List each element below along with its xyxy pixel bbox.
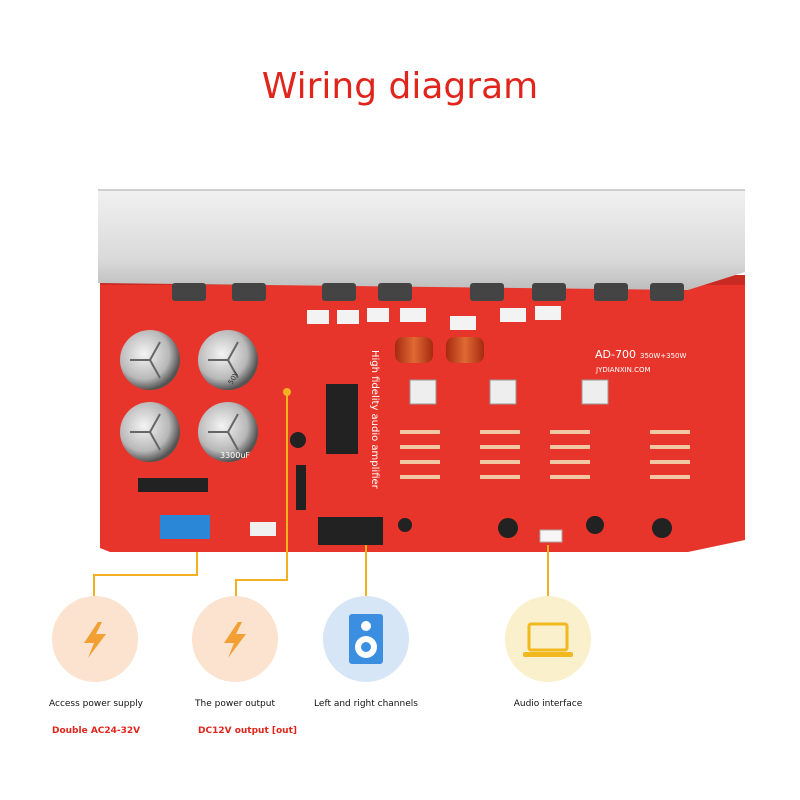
speaker-icon — [349, 614, 383, 664]
leader-lines — [93, 392, 549, 600]
board-brand: JYDIANXIN.COM — [595, 366, 651, 374]
callout-label-power-supply: Access power supply — [49, 699, 143, 709]
channels-circle — [323, 596, 409, 682]
board-vertical-text: High fidelity audio amplifier — [369, 350, 380, 490]
output-coil-left — [395, 337, 433, 363]
callout-sublabel-power-output: DC12V output [out] — [198, 726, 297, 736]
power-supply-circle — [52, 596, 138, 682]
ic-chip — [326, 384, 358, 454]
lightning-icon — [224, 622, 246, 658]
board-power: 350W+350W — [640, 352, 687, 360]
callout-label-audio-interface: Audio interface — [513, 699, 583, 709]
heatsink — [98, 190, 745, 290]
power-transistors — [172, 283, 684, 301]
power-output-circle — [192, 596, 278, 682]
pcb — [100, 275, 745, 552]
callout-label-channels: Left and right channels — [314, 699, 418, 709]
filter-capacitors — [120, 330, 258, 462]
laptop-icon — [523, 622, 573, 657]
capacitor-label: 3300uF — [220, 451, 250, 460]
board-model: AD-700 — [595, 348, 636, 361]
callout-sublabel-power-supply: Double AC24-32V — [52, 726, 141, 736]
power-terminal — [160, 515, 210, 539]
output-coil-right — [446, 337, 484, 363]
callout-label-power-output: The power output — [195, 699, 275, 709]
lightning-icon — [84, 622, 106, 658]
page-title: Wiring diagram — [261, 66, 539, 107]
audio-interface-circle — [505, 596, 591, 682]
